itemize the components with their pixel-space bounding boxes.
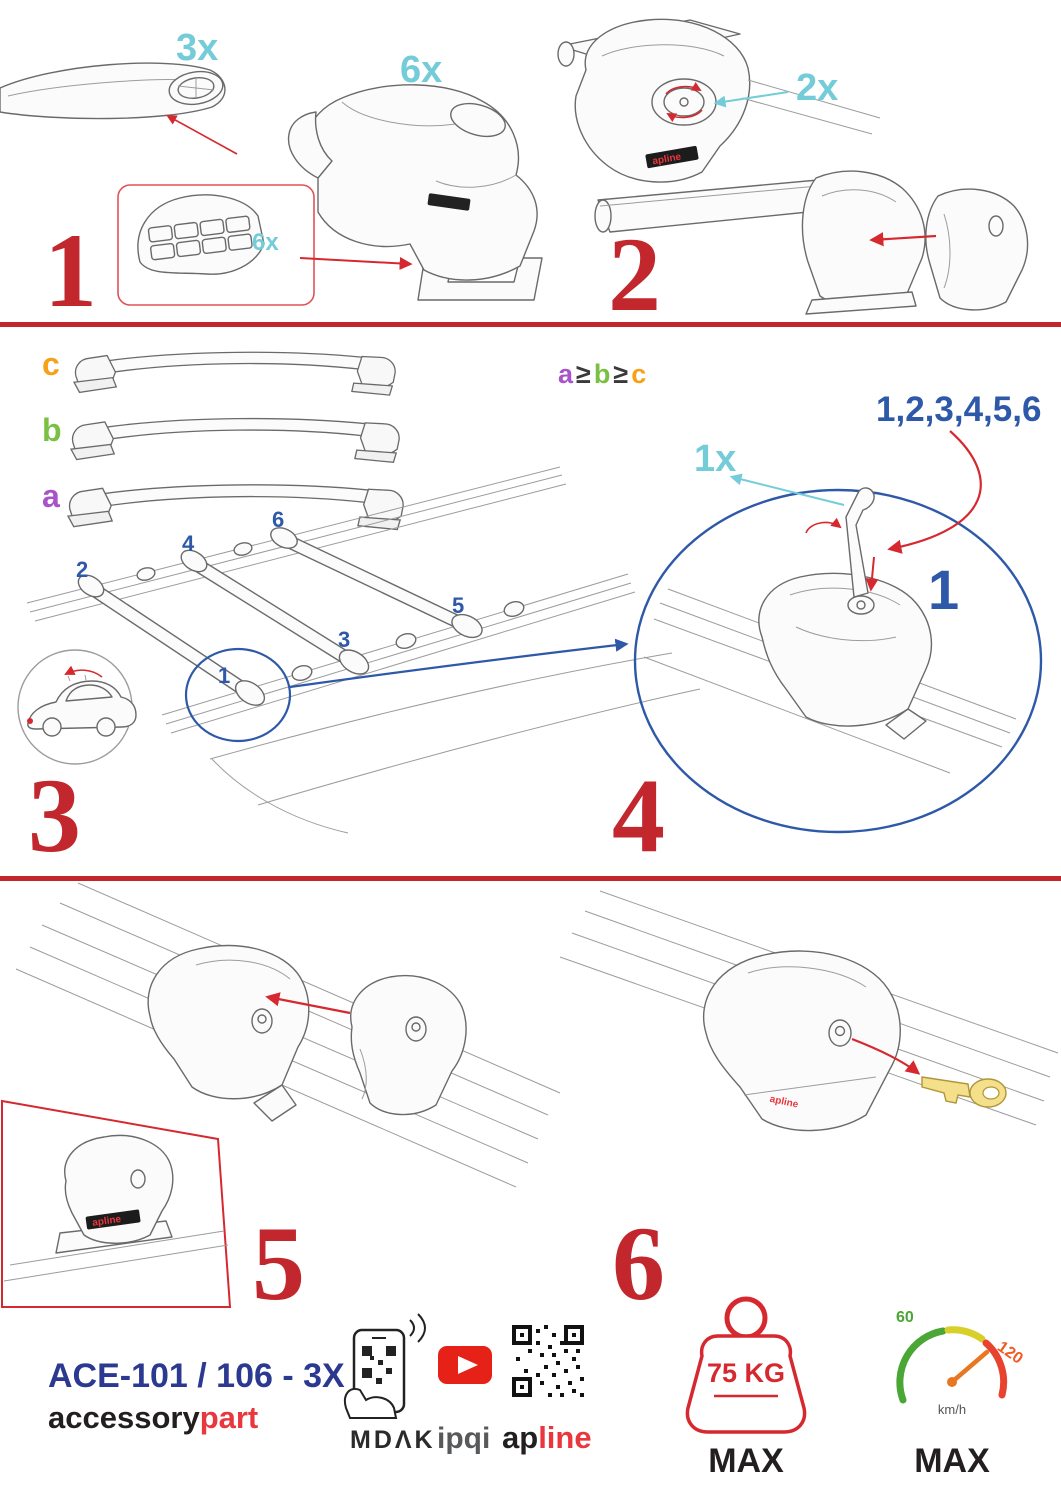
mounted-foot-illustration [147,944,310,1122]
qty-3x-label: 3x [176,27,218,69]
bar-label-b: b [42,412,62,448]
speed-low-label: 60 [896,1309,914,1326]
lock-foot-illustration: apline [702,950,901,1132]
bar-foot-assembly-illustration [594,170,926,315]
position-2-label: 2 [76,557,88,582]
step-4-number: 4 [612,757,665,874]
step-5-number: 5 [252,1205,305,1322]
apline-logo-text: apline [502,1420,592,1455]
max-weight-value: 75 KG [707,1358,785,1388]
divider-top [0,322,1061,327]
step-3-number: 3 [28,757,81,874]
key-qty-arrow [729,473,845,506]
crossbar-c-illustration [73,351,396,396]
cap-to-foot-arrow [869,232,937,247]
step-2-number: 2 [608,216,661,333]
speed-unit-label: km/h [938,1402,966,1417]
position-1-highlight-circle [184,647,292,743]
position-1-label: 1 [218,663,230,688]
installed-foot-inset: apline [1,1099,232,1308]
position-3-label: 3 [338,627,350,652]
qty-6x-small-label: 6x [252,229,279,256]
key-to-bolt-arrow [865,556,879,592]
brand-wordmark: accessorypart [48,1400,258,1435]
detail-pointer-arrow [289,638,629,689]
lock-key-arrow [851,1037,921,1075]
sequence-arrow [887,430,982,554]
brand-apline-small: apline [652,151,683,167]
car-inset-illustration [17,649,137,765]
allen-key-illustration [845,487,875,598]
product-code: ACE-101 / 106 - 3X [48,1357,345,1395]
key-illustration [921,1076,1007,1108]
youtube-icon [438,1346,492,1384]
qr-code-icon [512,1325,584,1397]
step-1-number: 1 [44,212,97,329]
end-cap-illustration [925,188,1029,311]
foot-clamp-illustration [287,84,543,301]
position-4-label: 4 [182,531,195,556]
mounted-bar-middle [180,549,370,675]
mounted-bar-front [77,574,266,706]
dial-qty-arrow [713,91,789,108]
cover-foot-illustration [350,975,467,1116]
roof-rails-illustration: 2 4 6 1 3 5 [26,466,701,834]
crossbar-a-illustration [67,484,404,531]
bar-pointer-arrow [166,114,238,155]
detail-foot-illustration [643,487,1017,774]
detail-zoom-ellipse [633,488,1043,834]
divider-bottom [0,876,1061,881]
mdak-logo-text: MDΛK [350,1426,436,1454]
crossbar-b-illustration [70,417,400,463]
max-speed-label: MAX [914,1442,990,1480]
bar-label-c: c [42,346,60,382]
section-footer: ACE-101 / 106 - 3X accessorypart MDΛK ip… [48,1296,1026,1480]
rubber-pad-inset: 6x [117,184,315,306]
position-5-label: 5 [452,593,464,618]
phone-qr-icon [344,1313,426,1419]
first-position-callout: 1 [928,558,959,621]
cover-slide-arrow [265,992,351,1015]
section-steps-1-2: 3x 6x 6x 1 [0,18,1029,333]
signal-waves-icon [409,1313,426,1343]
position-6-label: 6 [272,507,284,532]
speedometer-icon [896,1326,1008,1404]
foot-dial-illustration: apline [557,18,881,183]
pad-to-foot-arrow [299,256,413,270]
section-steps-3-4: c b a a≥b≥c 2 4 6 1 [17,346,1043,874]
size-inequality: a≥b≥c [558,359,646,389]
max-weight-label: MAX [708,1442,784,1480]
section-steps-5-6: apline 5 apline 6 [1,882,1059,1322]
brand-plate [427,193,471,211]
speedometer-needle [949,1349,990,1385]
qty-1x-label: 1x [694,438,736,480]
step-6-number: 6 [612,1205,665,1322]
brand-apline-small-inset: apline [92,1214,123,1229]
crossbar-end-illustration [0,62,226,120]
tighten-sequence: 1,2,3,4,5,6 [876,390,1041,429]
qty-2x-label: 2x [796,67,838,109]
ipqi-logo-text: ipqi [437,1422,490,1455]
weight-limit-icon [685,1296,807,1434]
qty-6x-label: 6x [400,49,442,91]
bar-label-a: a [42,478,60,514]
rotate-key-arrow [805,517,842,534]
mounted-bar-rear [270,527,483,639]
pad-grid [147,215,253,261]
